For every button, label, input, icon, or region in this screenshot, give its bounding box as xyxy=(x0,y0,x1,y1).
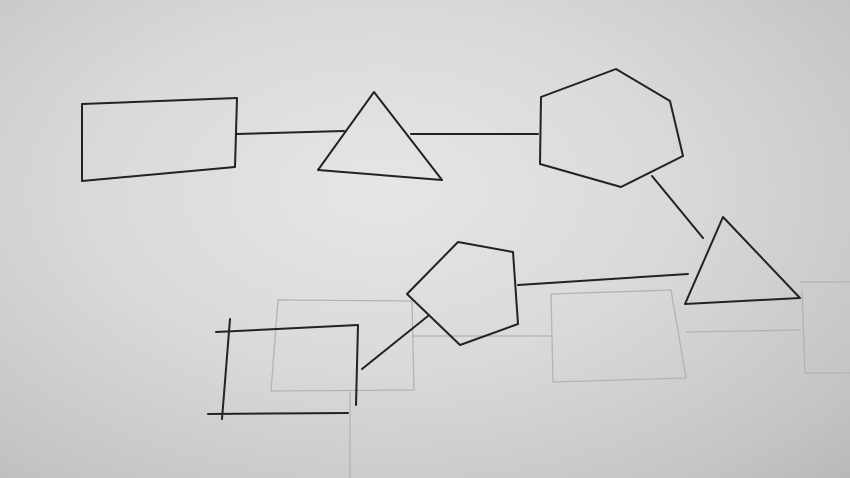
connector-rectangle-to-triangle xyxy=(236,130,345,135)
ghost-rectangle-left xyxy=(270,299,415,392)
show-through-marks xyxy=(270,281,850,478)
connector-hexagon-to-triangle xyxy=(651,175,704,239)
connectors xyxy=(236,130,704,370)
shapes xyxy=(81,68,801,420)
triangle-shape-top xyxy=(317,91,443,181)
hexagon-shape xyxy=(539,68,684,188)
connector-pentagon-to-triangle xyxy=(517,273,689,286)
ghost-rectangle-middle xyxy=(550,289,687,383)
rectangle-shape-bottom-left xyxy=(207,318,359,420)
rectangle-shape-top-left xyxy=(81,97,238,182)
ghost-rectangle-right xyxy=(799,281,850,374)
ghost-line-lower xyxy=(349,329,801,478)
pentagon-shape xyxy=(406,241,519,346)
triangle-shape-right xyxy=(684,216,801,305)
connector-pentagon-to-rectangle xyxy=(361,315,429,370)
